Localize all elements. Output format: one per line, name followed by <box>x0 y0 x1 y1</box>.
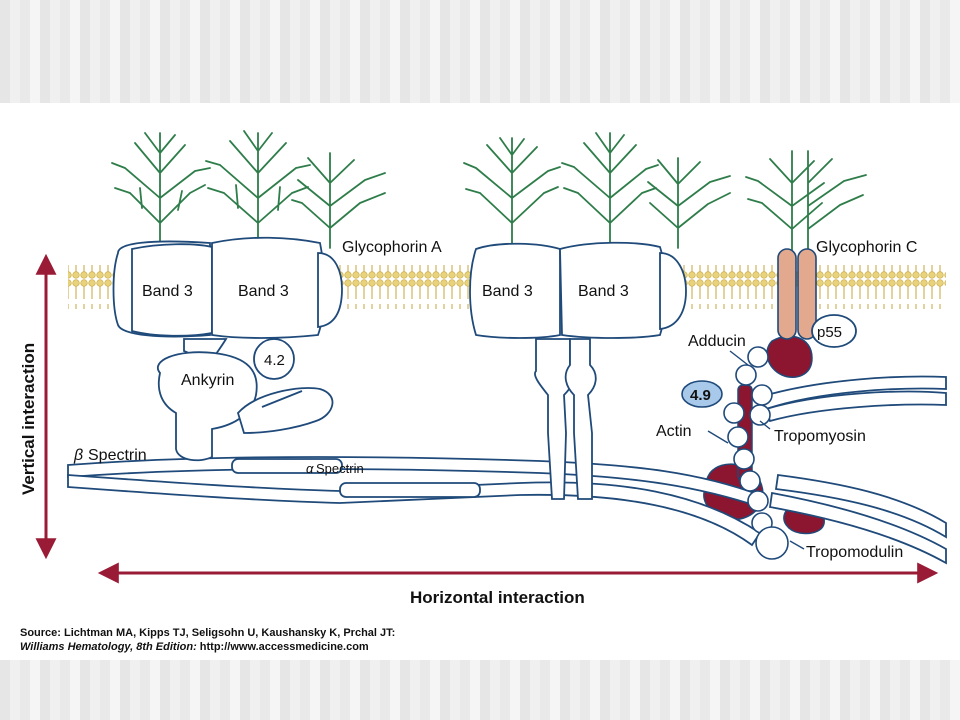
label-band3-3: Band 3 <box>482 283 533 300</box>
label-protein-42: 4.2 <box>264 352 285 369</box>
source-line-1: Source: Lichtman MA, Kipps TJ, Seligsohn… <box>20 627 396 639</box>
source-citation: Source: Lichtman MA, Kipps TJ, Seligsohn… <box>20 626 740 654</box>
label-band3-2: Band 3 <box>238 283 289 300</box>
source-url: http://www.accessmedicine.com <box>196 641 369 653</box>
spectrin-junction-segments <box>231 458 481 498</box>
label-tropomodulin: Tropomodulin <box>806 544 903 561</box>
source-book-title: Williams Hematology, 8th Edition: <box>20 641 197 653</box>
label-vertical-interaction: Vertical interaction <box>19 343 38 495</box>
label-ankyrin: Ankyrin <box>181 372 234 389</box>
leader-lines <box>707 350 805 550</box>
label-tropomyosin: Tropomyosin <box>774 428 866 445</box>
membrane-diagram: Glycophorin A Glycophorin C Band 3 Band … <box>19 130 947 607</box>
label-alpha-symbol: α <box>306 461 314 476</box>
glycophorin-c-protein <box>777 248 817 340</box>
label-glycophorin-c: Glycophorin C <box>816 239 917 256</box>
label-beta-symbol: β <box>73 447 83 464</box>
label-actin: Actin <box>656 423 692 440</box>
band3-dimer-middle <box>469 241 687 500</box>
protein-49 <box>681 380 723 408</box>
label-adducin: Adducin <box>688 333 746 350</box>
label-beta-spectrin: Spectrin <box>88 447 147 464</box>
label-glycophorin-a: Glycophorin A <box>342 239 442 256</box>
source-line-2: Williams Hematology, 8th Edition: http:/… <box>20 640 740 654</box>
label-alpha-spectrin: Spectrin <box>316 461 364 476</box>
label-band3-4: Band 3 <box>578 283 629 300</box>
label-horizontal-interaction: Horizontal interaction <box>410 588 585 607</box>
p55-protein <box>811 314 857 348</box>
band3-complex-left <box>112 236 343 462</box>
label-protein-49: 4.9 <box>690 387 711 404</box>
actin-filament-beads <box>723 346 789 560</box>
glycan-trees <box>111 130 867 252</box>
label-p55: p55 <box>817 324 842 341</box>
label-band3-1: Band 3 <box>142 283 193 300</box>
